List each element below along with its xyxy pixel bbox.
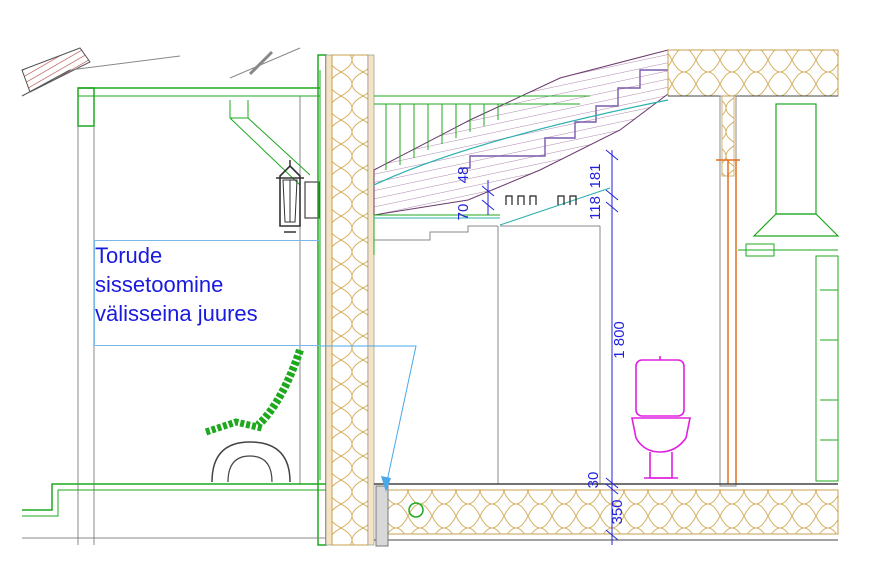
kitchen-hood [738, 103, 840, 257]
stair-railing [374, 95, 590, 170]
porch-floor [22, 483, 326, 539]
ceiling-insulation [667, 49, 839, 487]
dimension-70: 70 [455, 204, 472, 221]
toilet [631, 356, 691, 479]
exterior-wall [317, 54, 375, 546]
garden-bench [204, 348, 304, 483]
dimension-48: 48 [455, 167, 472, 184]
note-line-1: Torude [95, 243, 163, 268]
drain-pipe-icon [408, 502, 424, 518]
note-line-2: sissetoomine [95, 272, 224, 297]
dimension-118: 118 [587, 196, 604, 220]
note-line-3: välisseina juures [95, 301, 258, 326]
dimension-350: 350 [609, 499, 626, 524]
dimension-181: 181 [587, 163, 604, 188]
kitchen-cabinets [815, 255, 839, 482]
pipe-entry-note: Torude sissetoomine välisseina juures [94, 240, 320, 346]
dimension-1800: 1 800 [611, 321, 628, 359]
dimension-chain [481, 149, 619, 545]
rafter-bracket [229, 100, 311, 186]
dimension-30: 30 [585, 472, 602, 489]
roof-eave [21, 47, 320, 127]
staircase [373, 49, 669, 255]
service-pipe [716, 159, 740, 484]
note-leader-line [320, 345, 417, 492]
wall-lantern [276, 160, 320, 233]
floor-slab [374, 483, 839, 547]
floor-joists [505, 195, 577, 205]
